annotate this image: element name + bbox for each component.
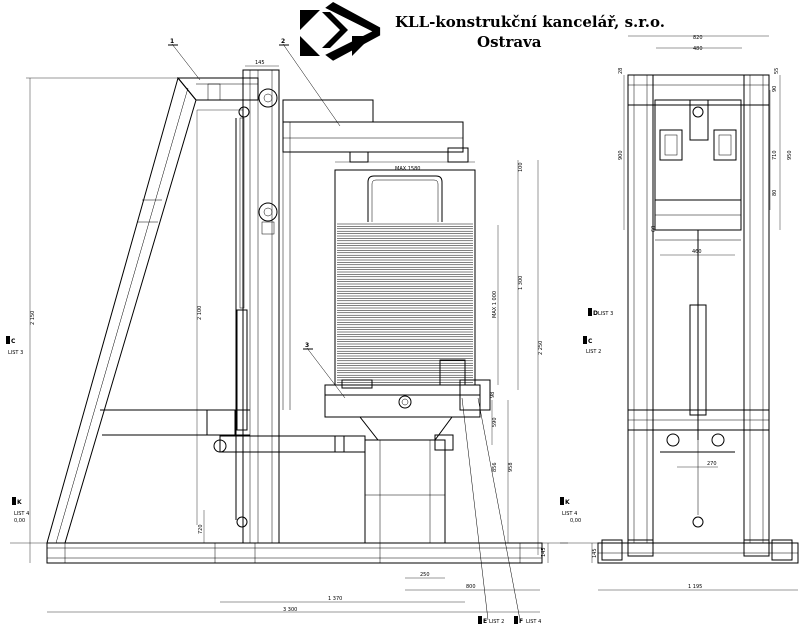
- svg-text:C: C: [588, 338, 593, 345]
- svg-text:LIST 4: LIST 4: [562, 511, 577, 517]
- dim-60: 60: [651, 226, 657, 232]
- pedestal: [364, 439, 446, 544]
- company-name: KLL-konstrukční kancelář, s.r.o.: [395, 13, 665, 31]
- section-marker-f[interactable]: F LIST 4: [514, 616, 541, 625]
- section-marker-c-right[interactable]: C LIST 2: [583, 336, 601, 355]
- level-zero-right: 0,00: [570, 518, 581, 524]
- dim-250: 250: [420, 572, 430, 578]
- level-zero-left: 0,00: [14, 518, 25, 524]
- position-1: 1: [170, 38, 174, 45]
- front-view: [560, 35, 799, 591]
- svg-text:D: D: [593, 310, 598, 317]
- dim-2250: 2 250: [538, 341, 544, 355]
- dim-800: 800: [466, 584, 476, 590]
- company-logo: [300, 2, 381, 61]
- front-column-left: [627, 74, 654, 544]
- sheet-stack: [334, 169, 476, 386]
- dim-958: 958: [508, 462, 514, 472]
- dim-1300: 1 300: [518, 276, 524, 290]
- svg-text:K: K: [17, 499, 22, 506]
- svg-text:LIST 4: LIST 4: [14, 511, 29, 517]
- dim-145: 145: [255, 60, 265, 66]
- section-marker-e[interactable]: E LIST 2: [478, 616, 504, 625]
- upper-crossbeam: [282, 121, 464, 153]
- top-beam: [176, 77, 259, 101]
- dim-1195: 1 195: [688, 584, 702, 590]
- position-3: 3: [305, 342, 309, 349]
- position-2: 2: [281, 38, 285, 45]
- base-beam: [46, 542, 543, 564]
- dim-145-base: 145: [541, 547, 547, 557]
- dim-2150: 2 150: [30, 311, 36, 325]
- dim-28: 28: [618, 68, 624, 74]
- inclined-strut: [46, 76, 197, 544]
- dim-98: 98: [490, 392, 496, 398]
- svg-text:C: C: [11, 338, 16, 345]
- dim-720: 720: [198, 524, 204, 534]
- dim-max-1580: MAX 1580: [395, 166, 420, 172]
- platform: [324, 384, 481, 396]
- svg-text:K: K: [565, 499, 570, 506]
- dim-480: 480: [693, 46, 703, 52]
- dim-270: 270: [707, 461, 717, 467]
- dim-460: 460: [692, 249, 702, 255]
- dim-3300: 3 300: [283, 607, 297, 613]
- dim-710: 710: [772, 150, 778, 160]
- svg-text:LIST 4: LIST 4: [526, 619, 541, 625]
- stack-lines: [337, 223, 473, 383]
- section-marker-c-left[interactable]: C LIST 3: [6, 336, 23, 356]
- svg-text:LIST 3: LIST 3: [598, 311, 613, 317]
- dim-80: 80: [772, 190, 778, 196]
- dim-90: 90: [772, 86, 778, 92]
- dim-856: 856: [492, 462, 498, 472]
- section-marker-k-left[interactable]: K LIST 4: [12, 497, 29, 517]
- section-marker-d[interactable]: D LIST 3: [588, 308, 613, 317]
- dim-2100: 2 100: [197, 306, 203, 320]
- svg-text:LIST 2: LIST 2: [586, 349, 601, 355]
- dim-900: 900: [618, 150, 624, 160]
- svg-text:LIST 3: LIST 3: [8, 350, 23, 356]
- dim-950: 950: [787, 150, 793, 160]
- svg-text:F: F: [519, 618, 523, 625]
- section-marker-k-right[interactable]: K LIST 4: [560, 497, 577, 517]
- company-city: Ostrava: [477, 33, 542, 51]
- svg-text:LIST 2: LIST 2: [489, 619, 504, 625]
- dim-820: 820: [693, 35, 703, 41]
- dim-590: 590: [492, 417, 498, 427]
- dim-145-front: 145: [592, 548, 598, 558]
- main-column: [242, 69, 280, 544]
- side-view: [10, 43, 568, 621]
- dim-max-1000: MAX 1 000: [492, 291, 498, 318]
- dim-1370: 1 370: [328, 596, 342, 602]
- dim-55: 55: [774, 68, 780, 74]
- dim-100: 100: [518, 162, 524, 172]
- front-column-right: [743, 74, 770, 544]
- svg-text:E: E: [483, 618, 487, 625]
